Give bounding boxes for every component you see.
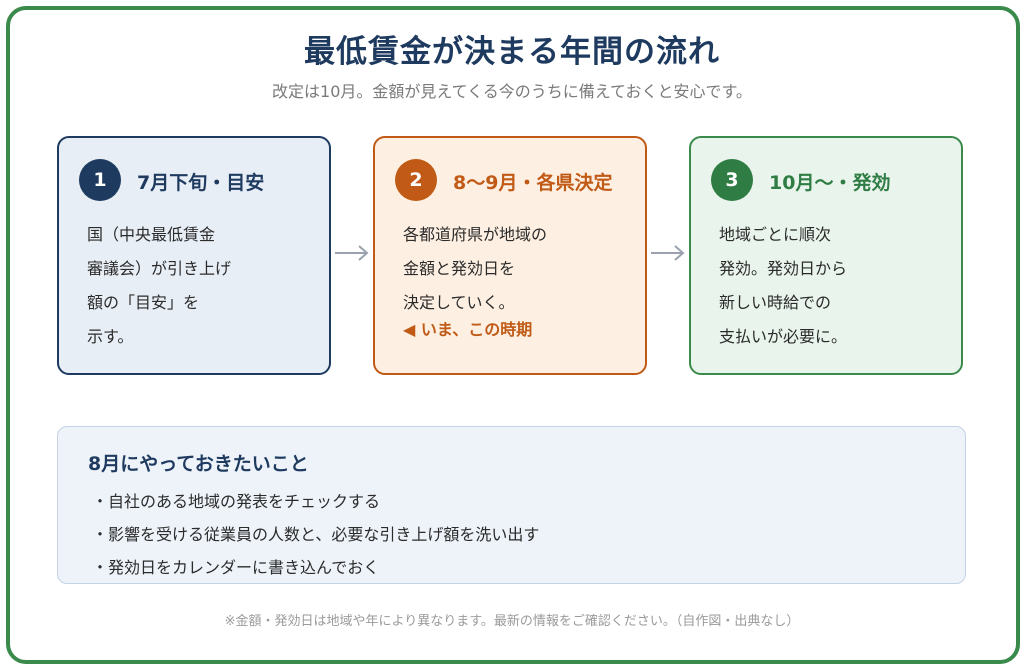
step-heading: 10月〜・発効 [769, 172, 891, 194]
todo-list: 自社のある地域の発表をチェックする 影響を受ける従業員の人数と、必要な引き上げ額… [92, 485, 539, 584]
todo-box: 8月にやっておきたいこと 自社のある地域の発表をチェックする 影響を受ける従業員… [57, 426, 966, 584]
step-card-3: 3 10月〜・発効 地域ごとに順次 発効。発効日から 新しい時給での 支払いが必… [689, 136, 963, 375]
description-line: 決定していく。 [403, 293, 515, 312]
todo-item: 発効日をカレンダーに書き込んでおく [92, 551, 539, 584]
step-card-2: 2 8〜9月・各県決定 各都道府県が地域の 金額と発効日を 決定していく。 ◀ … [373, 136, 647, 375]
step-heading: 8〜9月・各県決定 [453, 172, 613, 194]
step-description: 各都道府県が地域の 金額と発効日を 決定していく。 [403, 218, 547, 320]
current-period-marker: ◀ いま、この時期 [403, 320, 533, 339]
step-description: 地域ごとに順次 発効。発効日から 新しい時給での 支払いが必要に。 [719, 218, 847, 354]
step-card-1: 1 7月下旬・目安 国（中央最低賃金 審議会）が引き上げ 額の「目安」を 示す。 [57, 136, 331, 375]
step-number-badge: 2 [395, 159, 437, 201]
description-line: 新しい時給での [719, 293, 832, 312]
footnote: ※金額・発効日は地域や年により異なります。最新の情報をご確認ください。（自作図・… [224, 614, 800, 629]
description-line: 金額と発効日を [403, 259, 516, 278]
step-heading: 7月下旬・目安 [137, 172, 265, 194]
todo-title: 8月にやっておきたいこと [88, 453, 309, 475]
todo-item: 影響を受ける従業員の人数と、必要な引き上げ額を洗い出す [92, 518, 539, 551]
step-number-badge: 3 [711, 159, 753, 201]
description-line: 示す。 [87, 327, 134, 346]
description-line: 国（中央最低賃金 [87, 225, 216, 244]
description-line: 各都道府県が地域の [403, 225, 548, 244]
description-line: 額の「目安」を [87, 293, 200, 312]
step-description: 国（中央最低賃金 審議会）が引き上げ 額の「目安」を 示す。 [87, 218, 231, 354]
arrow-right-icon [335, 245, 369, 261]
step-number-badge: 1 [79, 159, 121, 201]
page-title: 最低賃金が決まる年間の流れ [304, 34, 720, 70]
description-line: 地域ごとに順次 [719, 225, 832, 244]
page-subtitle: 改定は10月。金額が見えてくる今のうちに備えておくと安心です。 [272, 82, 752, 101]
description-line: 支払いが必要に。 [719, 327, 848, 346]
arrow-right-icon [651, 245, 685, 261]
description-line: 発効。発効日から [719, 259, 848, 278]
todo-item: 自社のある地域の発表をチェックする [92, 485, 539, 518]
description-line: 審議会）が引き上げ [87, 259, 232, 278]
